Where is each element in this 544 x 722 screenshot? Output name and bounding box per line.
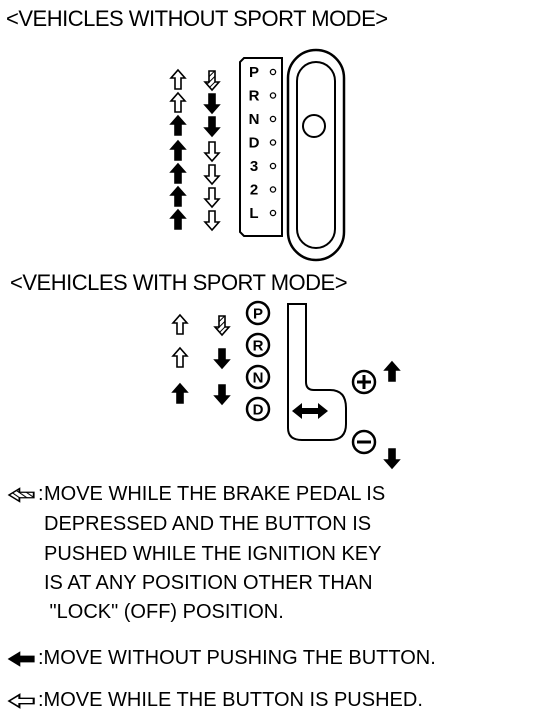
arrow-solid-up — [170, 209, 186, 230]
sport-gear-circle — [245, 300, 271, 326]
legend-hatched-line-1: MOVE WHILE THE BRAKE PEDAL IS — [44, 483, 386, 505]
arrow-outline-down — [204, 164, 220, 185]
gear-indicator-dot — [269, 186, 277, 193]
gear-letter-l: L — [249, 205, 258, 222]
legend-solid-arrow-icon — [8, 651, 35, 667]
gear-indicator-dot — [269, 139, 277, 146]
legend-hatched-arrow-icon — [8, 487, 35, 503]
legend-solid-text: :MOVE WITHOUT PUSHING THE BUTTON. — [38, 647, 436, 669]
arrow-solid-down — [214, 348, 230, 369]
gear-indicator-panel — [239, 57, 283, 237]
arrow-outline-up — [170, 69, 186, 90]
gear-indicator-dot — [269, 92, 277, 99]
arrow-outline-up — [170, 92, 186, 113]
arrow-outline-up — [172, 314, 188, 335]
sport-gear-letter-d: D — [253, 402, 264, 419]
gear-letter-r: R — [249, 88, 260, 105]
shift-knob — [302, 114, 326, 138]
standard-arrows-up-column — [170, 69, 186, 230]
arrow-solid-up — [170, 140, 186, 161]
arrow-solid-up — [172, 383, 188, 404]
indicator-plate — [239, 57, 283, 237]
arrow-outline-down — [204, 141, 220, 162]
arrow-solid-down — [384, 448, 400, 469]
arrow-solid-up — [170, 163, 186, 184]
sport-gear-circle — [245, 364, 271, 390]
sport-gear-letter-n: N — [253, 370, 264, 387]
sport-arrows-up-column — [172, 314, 188, 404]
arrow-outline-down — [204, 187, 220, 208]
arrow-outline-down — [204, 210, 220, 231]
legend-hatched-prefix: : — [38, 483, 44, 505]
gear-letter-d: D — [249, 135, 260, 152]
arrow-solid-up — [170, 186, 186, 207]
standard-arrows-down-column — [204, 70, 220, 231]
gear-indicator-dot — [269, 162, 277, 170]
gear-letter-p: P — [249, 64, 259, 81]
arrow-solid-down — [204, 93, 220, 114]
arrow-hatched-down — [214, 315, 230, 336]
heading-with-sport-mode: <VEHICLES WITH SPORT MODE> — [10, 270, 348, 295]
minus-circle-icon — [351, 429, 377, 455]
gear-letter-3: 3 — [250, 158, 258, 175]
sport-arrows-down-column — [214, 315, 230, 405]
sport-gear-circle — [245, 332, 271, 358]
legend-hatched-line-2: DEPRESSED AND THE BUTTON IS — [44, 513, 372, 535]
gear-letter-2: 2 — [250, 182, 258, 199]
gear-indicator-dot — [269, 68, 277, 76]
legend-hatched-line-5: "LOCK" (OFF) POSITION. — [44, 601, 284, 623]
arrow-solid-up — [170, 115, 186, 136]
sport-gate-slot — [287, 303, 347, 441]
arrow-solid-down — [214, 384, 230, 405]
shift-slot-inner — [296, 61, 336, 249]
sport-gear-letter-p: P — [253, 306, 263, 323]
legend-hatched-line-4: IS AT ANY POSITION OTHER THAN — [44, 572, 373, 594]
sport-gear-letter-r: R — [253, 338, 264, 355]
legend-outline-text: :MOVE WHILE THE BUTTON IS PUSHED. — [38, 689, 423, 711]
heading-without-sport-mode: <VEHICLES WITHOUT SPORT MODE> — [6, 6, 388, 31]
plus-circle-icon — [351, 369, 377, 395]
arrow-outline-up — [172, 347, 188, 368]
arrow-solid-down — [204, 116, 220, 137]
arrow-hatched-down — [204, 70, 220, 91]
arrow-solid-up — [384, 361, 400, 382]
gear-indicator-dot — [269, 209, 277, 217]
gear-indicator-dot — [269, 115, 277, 123]
sport-gear-circle — [245, 396, 271, 422]
legend-outline-arrow-icon — [7, 693, 35, 709]
double-arrow-left-right-icon — [292, 403, 328, 419]
gear-letter-n: N — [249, 111, 260, 128]
legend-hatched-line-3: PUSHED WHILE THE IGNITION KEY — [44, 543, 382, 565]
